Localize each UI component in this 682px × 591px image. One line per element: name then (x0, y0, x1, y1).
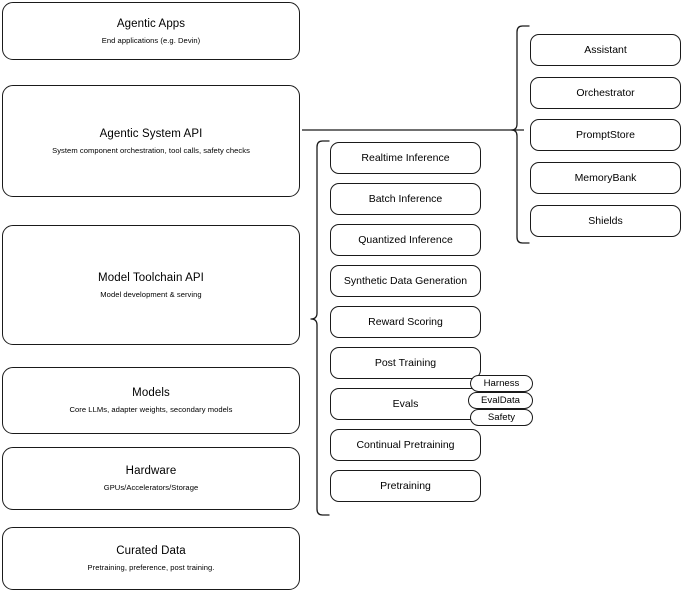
layer-subtitle: System component orchestration, tool cal… (52, 145, 250, 155)
component-label: Orchestrator (576, 87, 635, 99)
component-post-training[interactable]: Post Training (330, 347, 481, 379)
layer-title: Hardware (125, 465, 177, 478)
layer-title: Model Toolchain API (98, 271, 204, 284)
layer-subtitle: GPUs/Accelerators/Storage (103, 483, 199, 493)
component-evals[interactable]: Evals (330, 388, 481, 420)
component-reward-scoring[interactable]: Reward Scoring (330, 306, 481, 338)
layer-models[interactable]: Models Core LLMs, adapter weights, secon… (2, 367, 300, 434)
component-assistant[interactable]: Assistant (530, 34, 681, 66)
evals-tag-safety[interactable]: Safety (470, 409, 533, 426)
layer-hardware[interactable]: Hardware GPUs/Accelerators/Storage (2, 447, 300, 510)
component-memorybank[interactable]: MemoryBank (530, 162, 681, 194)
component-batch-inference[interactable]: Batch Inference (330, 183, 481, 215)
evals-tag-label: Harness (483, 378, 520, 389)
component-label: Continual Pretraining (356, 439, 455, 451)
layer-subtitle: End applications (e.g. Devin) (101, 35, 201, 45)
component-synthetic-data-generation[interactable]: Synthetic Data Generation (330, 265, 481, 297)
component-label: Shields (588, 215, 623, 227)
component-label: Evals (392, 398, 419, 410)
component-label: Reward Scoring (368, 316, 443, 328)
layer-subtitle: Model development & serving (100, 289, 202, 299)
component-label: Post Training (374, 357, 437, 369)
component-label: MemoryBank (574, 172, 637, 184)
component-promptstore[interactable]: PromptStore (530, 119, 681, 151)
component-label: Batch Inference (368, 193, 443, 205)
layer-model-toolchain-api[interactable]: Model Toolchain API Model development & … (2, 225, 300, 345)
evals-tag-harness[interactable]: Harness (470, 375, 533, 392)
layer-title: Agentic Apps (116, 17, 186, 30)
component-label: Pretraining (380, 480, 431, 492)
component-shields[interactable]: Shields (530, 205, 681, 237)
layer-title: Models (132, 387, 170, 400)
component-label: Assistant (584, 44, 627, 56)
component-label: Realtime Inference (361, 152, 450, 164)
layer-agentic-system-api[interactable]: Agentic System API System component orch… (2, 85, 300, 197)
component-label: PromptStore (576, 129, 635, 141)
component-realtime-inference[interactable]: Realtime Inference (330, 142, 481, 174)
evals-tag-label: Safety (487, 412, 516, 423)
layer-title: Curated Data (116, 545, 186, 558)
component-pretraining[interactable]: Pretraining (330, 470, 481, 502)
evals-tag-label: EvalData (481, 395, 520, 406)
component-label: Quantized Inference (358, 234, 453, 246)
layer-agentic-apps[interactable]: Agentic Apps End applications (e.g. Devi… (2, 2, 300, 60)
component-continual-pretraining[interactable]: Continual Pretraining (330, 429, 481, 461)
layer-title: Agentic System API (99, 127, 203, 140)
component-label: Synthetic Data Generation (343, 275, 468, 287)
component-orchestrator[interactable]: Orchestrator (530, 77, 681, 109)
layer-subtitle: Core LLMs, adapter weights, secondary mo… (69, 405, 233, 415)
layer-subtitle: Pretraining, preference, post training. (87, 563, 215, 573)
component-quantized-inference[interactable]: Quantized Inference (330, 224, 481, 256)
evals-tag-evaldata[interactable]: EvalData (468, 392, 533, 409)
layer-curated-data[interactable]: Curated Data Pretraining, preference, po… (2, 527, 300, 590)
